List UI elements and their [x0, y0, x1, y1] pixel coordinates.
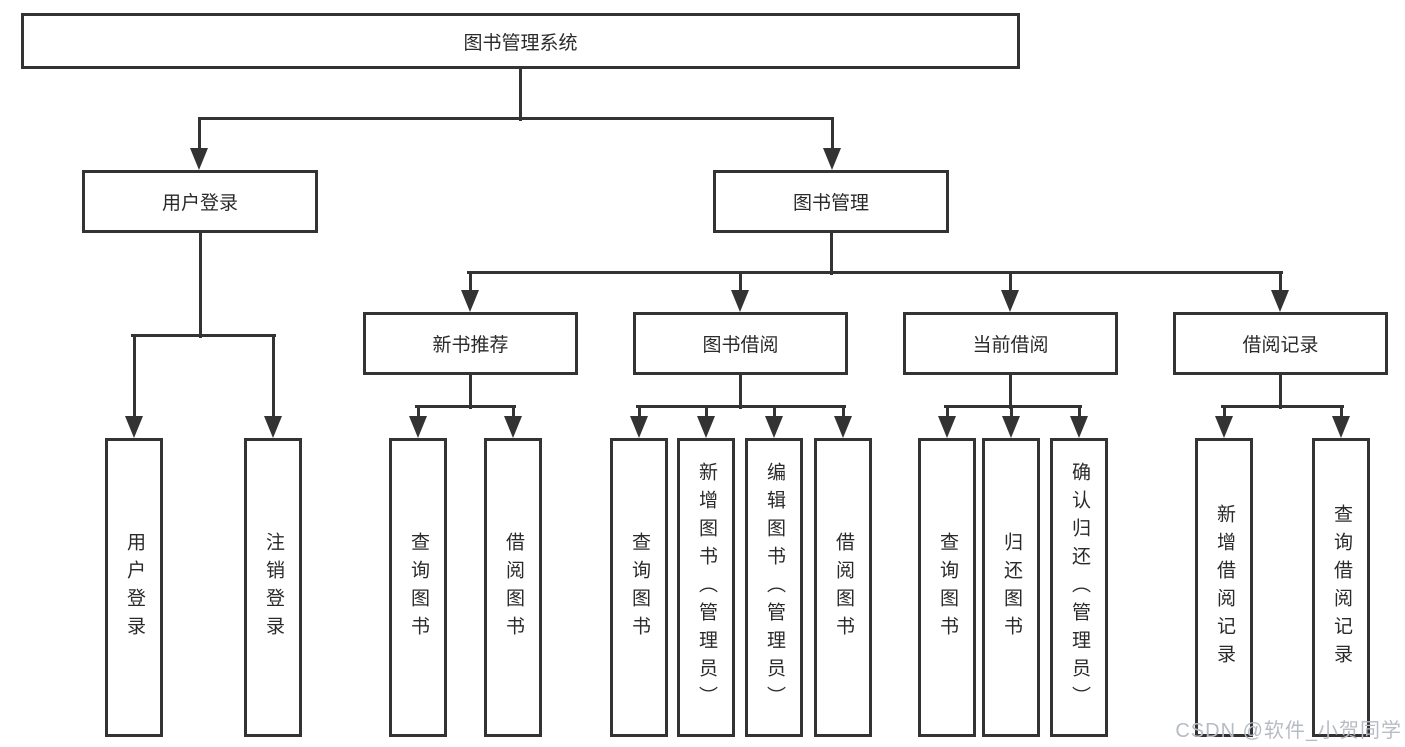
- connector-drop: [739, 271, 742, 292]
- node-query-borrow-record: 查询借阅记录: [1312, 438, 1370, 737]
- node-label: 新增借阅记录: [1213, 503, 1235, 672]
- node-query-books-recommend: 查询图书: [389, 438, 447, 737]
- arrowhead-down-icon: [630, 416, 648, 438]
- node-label: 编辑图书（管理员）: [763, 461, 785, 714]
- node-label: 查询图书: [407, 531, 429, 644]
- connector-drop: [842, 405, 845, 418]
- connector-rail: [415, 405, 516, 408]
- node-label: 图书借阅: [702, 335, 779, 356]
- connector-stem: [830, 233, 833, 275]
- csdn-watermark: CSDN @软件_小贺同学: [1175, 720, 1402, 742]
- connector-rail: [198, 117, 834, 120]
- connector-drop: [946, 405, 949, 418]
- connector-drop: [638, 405, 641, 418]
- node-label: 当前借阅: [972, 335, 1049, 356]
- node-book-borrowing: 图书借阅: [633, 312, 848, 375]
- connector-drop: [1009, 271, 1012, 292]
- connector-drop: [1223, 405, 1226, 418]
- node-borrow-books-recommend: 借阅图书: [484, 438, 542, 737]
- node-label: 图书管理: [792, 193, 869, 214]
- arrowhead-down-icon: [264, 416, 282, 438]
- node-current-borrowing: 当前借阅: [903, 312, 1118, 375]
- node-add-borrow-record: 新增借阅记录: [1195, 438, 1253, 737]
- connector-stem: [519, 69, 522, 121]
- node-query-books-current: 查询图书: [918, 438, 976, 737]
- node-label: 用户登录: [161, 193, 238, 214]
- arrowhead-down-icon: [938, 416, 956, 438]
- node-label: 新书推荐: [432, 335, 509, 356]
- connector-drop: [272, 334, 275, 418]
- arrowhead-down-icon: [1332, 416, 1350, 438]
- arrowhead-down-icon: [1001, 290, 1019, 312]
- node-query-books-borrowing: 查询图书: [610, 438, 668, 737]
- node-label: 借阅图书: [832, 531, 854, 644]
- connector-drop: [417, 405, 420, 418]
- connector-drop: [1078, 405, 1081, 418]
- node-label: 确认归还（管理员）: [1068, 461, 1090, 714]
- arrowhead-down-icon: [1070, 416, 1088, 438]
- arrowhead-down-icon: [409, 416, 427, 438]
- arrowhead-down-icon: [834, 416, 852, 438]
- node-confirm-return-admin: 确认归还（管理员）: [1050, 438, 1108, 737]
- node-label: 新增图书（管理员）: [695, 461, 717, 714]
- connector-stem: [1009, 375, 1012, 409]
- connector-stem: [199, 233, 202, 338]
- connector-drop: [1279, 271, 1282, 292]
- connector-rail: [1221, 405, 1344, 408]
- node-add-books-admin: 新增图书（管理员）: [677, 438, 735, 737]
- arrowhead-down-icon: [1215, 416, 1233, 438]
- arrowhead-down-icon: [1271, 290, 1289, 312]
- node-label: 注销登录: [262, 531, 284, 644]
- arrowhead-down-icon: [461, 290, 479, 312]
- connector-stem: [469, 375, 472, 409]
- node-return-books: 归还图书: [982, 438, 1040, 737]
- connector-drop: [1010, 405, 1013, 418]
- connector-stem: [1279, 375, 1282, 409]
- connector-stem: [739, 375, 742, 409]
- node-root: 图书管理系统: [21, 13, 1020, 69]
- arrowhead-down-icon: [697, 416, 715, 438]
- arrowhead-down-icon: [504, 416, 522, 438]
- node-label: 图书管理系统: [463, 32, 578, 54]
- arrowhead-down-icon: [731, 290, 749, 312]
- node-user-login: 用户登录: [82, 170, 318, 233]
- node-borrow-books-borrowing: 借阅图书: [814, 438, 872, 737]
- node-label: 用户登录: [123, 531, 145, 644]
- connector-rail: [467, 271, 1283, 274]
- arrowhead-down-icon: [190, 148, 208, 170]
- node-label: 借阅记录: [1242, 335, 1319, 356]
- connector-drop: [1340, 405, 1343, 418]
- arrowhead-down-icon: [765, 416, 783, 438]
- connector-rail: [944, 405, 1082, 408]
- connector-drop: [469, 271, 472, 292]
- node-label: 借阅图书: [502, 531, 524, 644]
- arrowhead-down-icon: [823, 148, 841, 170]
- node-book-management: 图书管理: [713, 170, 949, 233]
- arrowhead-down-icon: [1002, 416, 1020, 438]
- node-label: 查询图书: [936, 531, 958, 644]
- connector-drop: [512, 405, 515, 418]
- connector-rail: [131, 334, 276, 337]
- connector-drop: [705, 405, 708, 418]
- node-label: 查询借阅记录: [1330, 503, 1352, 672]
- node-new-book-recommend: 新书推荐: [363, 312, 578, 375]
- node-user-login-leaf: 用户登录: [105, 438, 163, 737]
- arrowhead-down-icon: [125, 416, 143, 438]
- connector-drop: [198, 117, 201, 150]
- node-label: 归还图书: [1000, 531, 1022, 644]
- node-logout-leaf: 注销登录: [244, 438, 302, 737]
- connector-drop: [133, 334, 136, 418]
- node-edit-books-admin: 编辑图书（管理员）: [745, 438, 803, 737]
- node-label: 查询图书: [628, 531, 650, 644]
- node-borrowing-records: 借阅记录: [1173, 312, 1388, 375]
- connector-drop: [831, 117, 834, 150]
- connector-drop: [773, 405, 776, 418]
